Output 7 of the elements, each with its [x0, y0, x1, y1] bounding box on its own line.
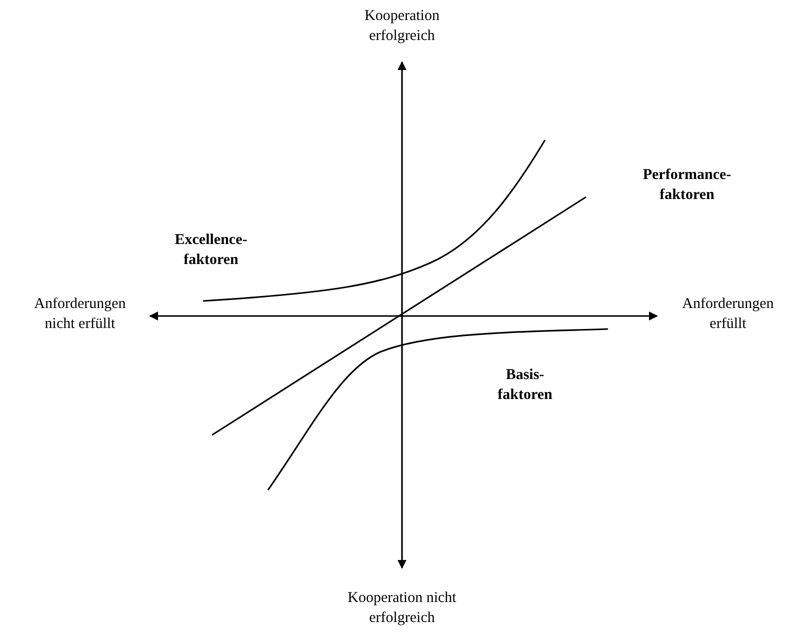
axis-label: Anforderungen erfüllt: [681, 295, 775, 334]
curve-label: Performance- faktoren: [642, 166, 732, 205]
axis-label: Kooperation erfolgreich: [364, 7, 440, 46]
axis-label: Anforderungen nicht erfüllt: [33, 295, 127, 334]
curve-label: Excellence- faktoren: [174, 231, 248, 270]
axis-label: Kooperation nicht erfolgreich: [346, 589, 458, 628]
curve-label: Basis- faktoren: [496, 366, 554, 405]
